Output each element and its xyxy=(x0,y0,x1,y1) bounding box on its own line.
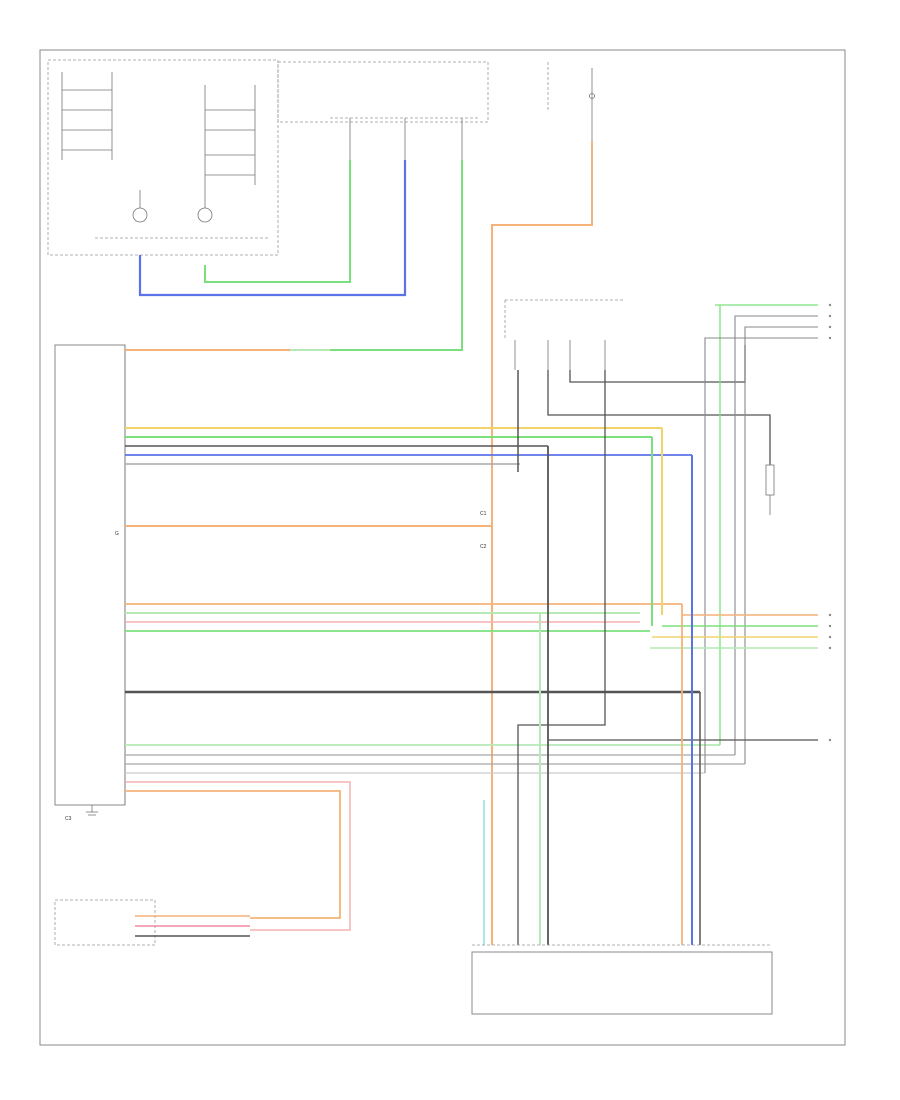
wire-pink-4 xyxy=(125,781,351,931)
wire-orange-4 xyxy=(125,790,341,919)
bottom-left-module xyxy=(54,899,250,946)
top-left-switch-assembly xyxy=(47,59,279,256)
fuse-symbol xyxy=(765,464,775,496)
wire-v-gray-4 xyxy=(517,370,606,945)
top-sensor-cluster xyxy=(277,61,489,160)
connector-c2: C2 xyxy=(480,544,487,550)
right-top-connector xyxy=(504,299,625,370)
wire-orange-main xyxy=(491,142,593,945)
wire-gray-right-c xyxy=(704,337,818,773)
wire-green-right-top xyxy=(715,304,721,745)
wire-v-gray-3 xyxy=(569,345,746,383)
wire-blue-top xyxy=(138,160,407,297)
wire-green-top-1 xyxy=(204,160,351,283)
wire-gray-right-a xyxy=(734,315,818,755)
ground-symbol xyxy=(86,805,98,816)
connector-g: G xyxy=(115,531,119,537)
diagram-border xyxy=(39,49,846,1046)
motor-symbol-left xyxy=(132,207,148,223)
main-control-module xyxy=(54,344,126,806)
connector-c1: C1 xyxy=(480,511,487,517)
wire-gray-right-b xyxy=(744,326,818,764)
top-right-fuse-block xyxy=(547,62,595,142)
motor-symbol-right xyxy=(197,207,213,223)
bottom-control-module xyxy=(471,944,773,1015)
right-end-markers xyxy=(828,303,832,742)
wire-v-gray-2 xyxy=(547,370,771,465)
wire-green-top-2 xyxy=(330,160,463,351)
connector-c3: C3 xyxy=(65,816,72,822)
